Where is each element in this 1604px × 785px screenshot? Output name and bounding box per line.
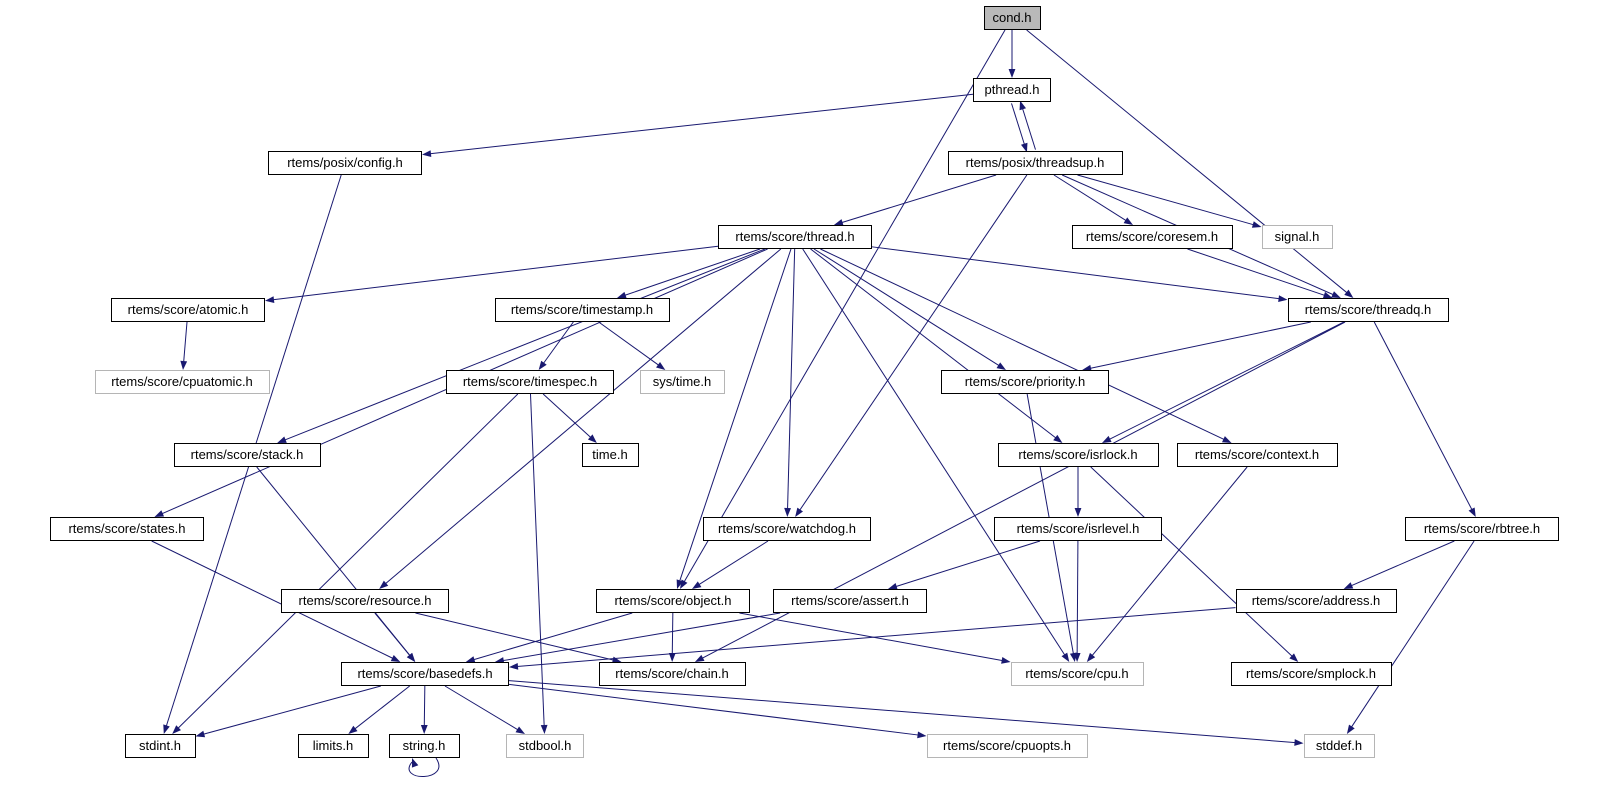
edge-rtems-score-atomic-h-to-rtems-score-cpuatomic-h: [180, 321, 188, 370]
node-string-h[interactable]: string.h: [388, 734, 460, 758]
node-rtems-score-thread-h[interactable]: rtems/score/thread.h: [718, 225, 872, 249]
node-rtems-score-states-h[interactable]: rtems/score/states.h: [50, 517, 204, 541]
edge-cond-h-to-rtems-score-threadq-h: [1026, 29, 1354, 298]
edge-rtems-score-threadq-h-to-rtems-score-priority-h: [1082, 321, 1311, 372]
edge-rtems-score-resource-h-to-rtems-score-chain-h: [415, 612, 622, 664]
node-rtems-score-cpuopts-h[interactable]: rtems/score/cpuopts.h: [926, 734, 1088, 758]
edge-rtems-score-thread-h-to-rtems-score-resource-h: [379, 248, 782, 589]
node-rtems-score-timespec-h[interactable]: rtems/score/timespec.h: [446, 370, 614, 394]
node-rtems-score-basedefs-h[interactable]: rtems/score/basedefs.h: [341, 662, 509, 686]
edge-rtems-posix-threadsup-h-to-pthread-h: [1019, 100, 1036, 150]
edge-cond-h-to-pthread-h: [1008, 30, 1016, 78]
node-rtems-score-isrlevel-h[interactable]: rtems/score/isrlevel.h: [994, 517, 1162, 541]
node-rtems-score-context-h[interactable]: rtems/score/context.h: [1176, 443, 1338, 467]
node-rtems-posix-threadsup-h[interactable]: rtems/posix/threadsup.h: [947, 151, 1123, 175]
node-rtems-score-assert-h[interactable]: rtems/score/assert.h: [773, 589, 927, 613]
node-signal-h[interactable]: signal.h: [1261, 225, 1333, 249]
edge-rtems-score-thread-h-to-rtems-score-stack-h: [277, 248, 766, 443]
node-rtems-score-isrlock-h[interactable]: rtems/score/isrlock.h: [997, 443, 1159, 467]
node-stddef-h[interactable]: stddef.h: [1303, 734, 1375, 758]
edge-rtems-score-threadq-h-to-rtems-score-isrlock-h: [1102, 321, 1345, 443]
edge-rtems-score-thread-h-to-rtems-score-timestamp-h: [617, 248, 761, 299]
edge-rtems-score-basedefs-h-to-rtems-score-cpuopts-h: [508, 683, 927, 739]
edge-rtems-score-threadq-h-to-rtems-score-rbtree-h: [1373, 321, 1476, 517]
node-rtems-score-chain-h[interactable]: rtems/score/chain.h: [598, 662, 746, 686]
node-rtems-score-priority-h[interactable]: rtems/score/priority.h: [941, 370, 1109, 394]
node-stdbool-h[interactable]: stdbool.h: [506, 734, 584, 758]
edge-rtems-score-timespec-h-to-time-h: [542, 393, 597, 443]
edge-rtems-score-object-h-to-rtems-score-chain-h: [668, 612, 676, 662]
edge-rtems-score-basedefs-h-to-stddef-h: [508, 680, 1304, 746]
edge-rtems-posix-threadsup-h-to-rtems-score-watchdog-h: [795, 174, 1028, 517]
edge-rtems-score-address-h-to-rtems-score-basedefs-h: [509, 607, 1236, 670]
edge-rtems-score-context-h-to-rtems-score-cpu-h: [1086, 466, 1248, 662]
edge-rtems-posix-threadsup-h-to-rtems-score-coresem-h: [1053, 174, 1134, 225]
edge-string-h-to-string-h: [408, 757, 440, 777]
node-rtems-score-timestamp-h[interactable]: rtems/score/timestamp.h: [494, 298, 670, 322]
node-rtems-score-stack-h[interactable]: rtems/score/stack.h: [173, 443, 321, 467]
edge-rtems-score-coresem-h-to-rtems-score-threadq-h: [1187, 248, 1333, 299]
edge-rtems-score-thread-h-to-rtems-score-context-h: [820, 248, 1232, 443]
edge-rtems-score-resource-h-to-rtems-score-basedefs-h: [374, 612, 416, 662]
node-rtems-score-smplock-h[interactable]: rtems/score/smplock.h: [1230, 662, 1392, 686]
node-rtems-score-threadq-h[interactable]: rtems/score/threadq.h: [1287, 298, 1449, 322]
edge-rtems-score-thread-h-to-rtems-score-watchdog-h: [784, 248, 796, 517]
edge-rtems-score-object-h-to-rtems-score-cpu-h: [739, 612, 1011, 664]
edge-rtems-score-timestamp-h-to-rtems-score-timespec-h: [538, 321, 574, 370]
edge-rtems-score-thread-h-to-rtems-score-priority-h: [813, 248, 1006, 370]
node-rtems-score-atomic-h[interactable]: rtems/score/atomic.h: [111, 298, 265, 322]
edge-cond-h-to-rtems-score-object-h: [679, 29, 1006, 589]
node-rtems-score-rbtree-h[interactable]: rtems/score/rbtree.h: [1405, 517, 1559, 541]
edge-rtems-score-states-h-to-rtems-score-basedefs-h: [151, 540, 401, 662]
node-rtems-score-watchdog-h[interactable]: rtems/score/watchdog.h: [703, 517, 871, 541]
edge-rtems-score-basedefs-h-to-string-h: [420, 685, 428, 734]
edge-rtems-score-rbtree-h-to-stddef-h: [1346, 540, 1475, 734]
node-pthread-h[interactable]: pthread.h: [973, 78, 1051, 102]
node-limits-h[interactable]: limits.h: [297, 734, 369, 758]
node-cond-h[interactable]: cond.h: [983, 6, 1041, 30]
edge-rtems-score-isrlock-h-to-rtems-score-isrlevel-h: [1074, 467, 1082, 517]
edge-rtems-score-thread-h-to-rtems-score-atomic-h: [265, 245, 719, 304]
edge-rtems-score-basedefs-h-to-stdint-h: [195, 685, 381, 738]
node-rtems-score-address-h[interactable]: rtems/score/address.h: [1235, 589, 1397, 613]
edge-rtems-score-basedefs-h-to-stdbool-h: [444, 685, 525, 734]
edge-rtems-score-isrlock-h-to-rtems-score-smplock-h: [1090, 466, 1299, 662]
node-time-h[interactable]: time.h: [581, 443, 639, 467]
node-rtems-posix-config-h[interactable]: rtems/posix/config.h: [268, 151, 422, 175]
edge-rtems-score-thread-h-to-rtems-score-threadq-h: [871, 246, 1288, 302]
node-rtems-score-object-h[interactable]: rtems/score/object.h: [596, 589, 750, 613]
edge-pthread-h-to-rtems-posix-threadsup-h: [1011, 103, 1028, 153]
edge-rtems-score-isrlevel-h-to-rtems-score-assert-h: [888, 540, 1041, 590]
node-rtems-score-cpu-h[interactable]: rtems/score/cpu.h: [1010, 662, 1144, 686]
edge-rtems-score-isrlevel-h-to-rtems-score-cpu-h: [1073, 540, 1081, 662]
edge-rtems-score-timestamp-h-to-sys-time-h: [598, 321, 666, 370]
edge-rtems-score-timespec-h-to-stdbool-h: [529, 393, 548, 734]
node-rtems-score-coresem-h[interactable]: rtems/score/coresem.h: [1071, 225, 1233, 249]
edge-rtems-score-timespec-h-to-stdint-h: [172, 393, 519, 734]
node-rtems-score-cpuatomic-h[interactable]: rtems/score/cpuatomic.h: [94, 370, 270, 394]
edge-rtems-score-thread-h-to-rtems-score-cpu-h: [802, 248, 1070, 662]
edge-rtems-score-object-h-to-rtems-score-basedefs-h: [465, 612, 633, 663]
edge-pthread-h-to-rtems-posix-config-h: [422, 93, 974, 157]
edge-rtems-score-rbtree-h-to-rtems-score-address-h: [1343, 540, 1455, 589]
edge-rtems-score-watchdog-h-to-rtems-score-object-h: [692, 540, 769, 589]
node-stdint-h[interactable]: stdint.h: [124, 734, 196, 758]
edge-rtems-posix-threadsup-h-to-signal-h: [1077, 174, 1262, 228]
node-rtems-score-resource-h[interactable]: rtems/score/resource.h: [281, 589, 449, 613]
edge-rtems-score-basedefs-h-to-limits-h: [348, 685, 410, 734]
edge-rtems-score-thread-h-to-rtems-score-object-h: [676, 248, 792, 589]
node-sys-time-h[interactable]: sys/time.h: [639, 370, 725, 394]
edge-rtems-posix-threadsup-h-to-rtems-score-thread-h: [833, 174, 997, 226]
edge-rtems-score-thread-h-to-rtems-score-isrlock-h: [810, 248, 1063, 443]
